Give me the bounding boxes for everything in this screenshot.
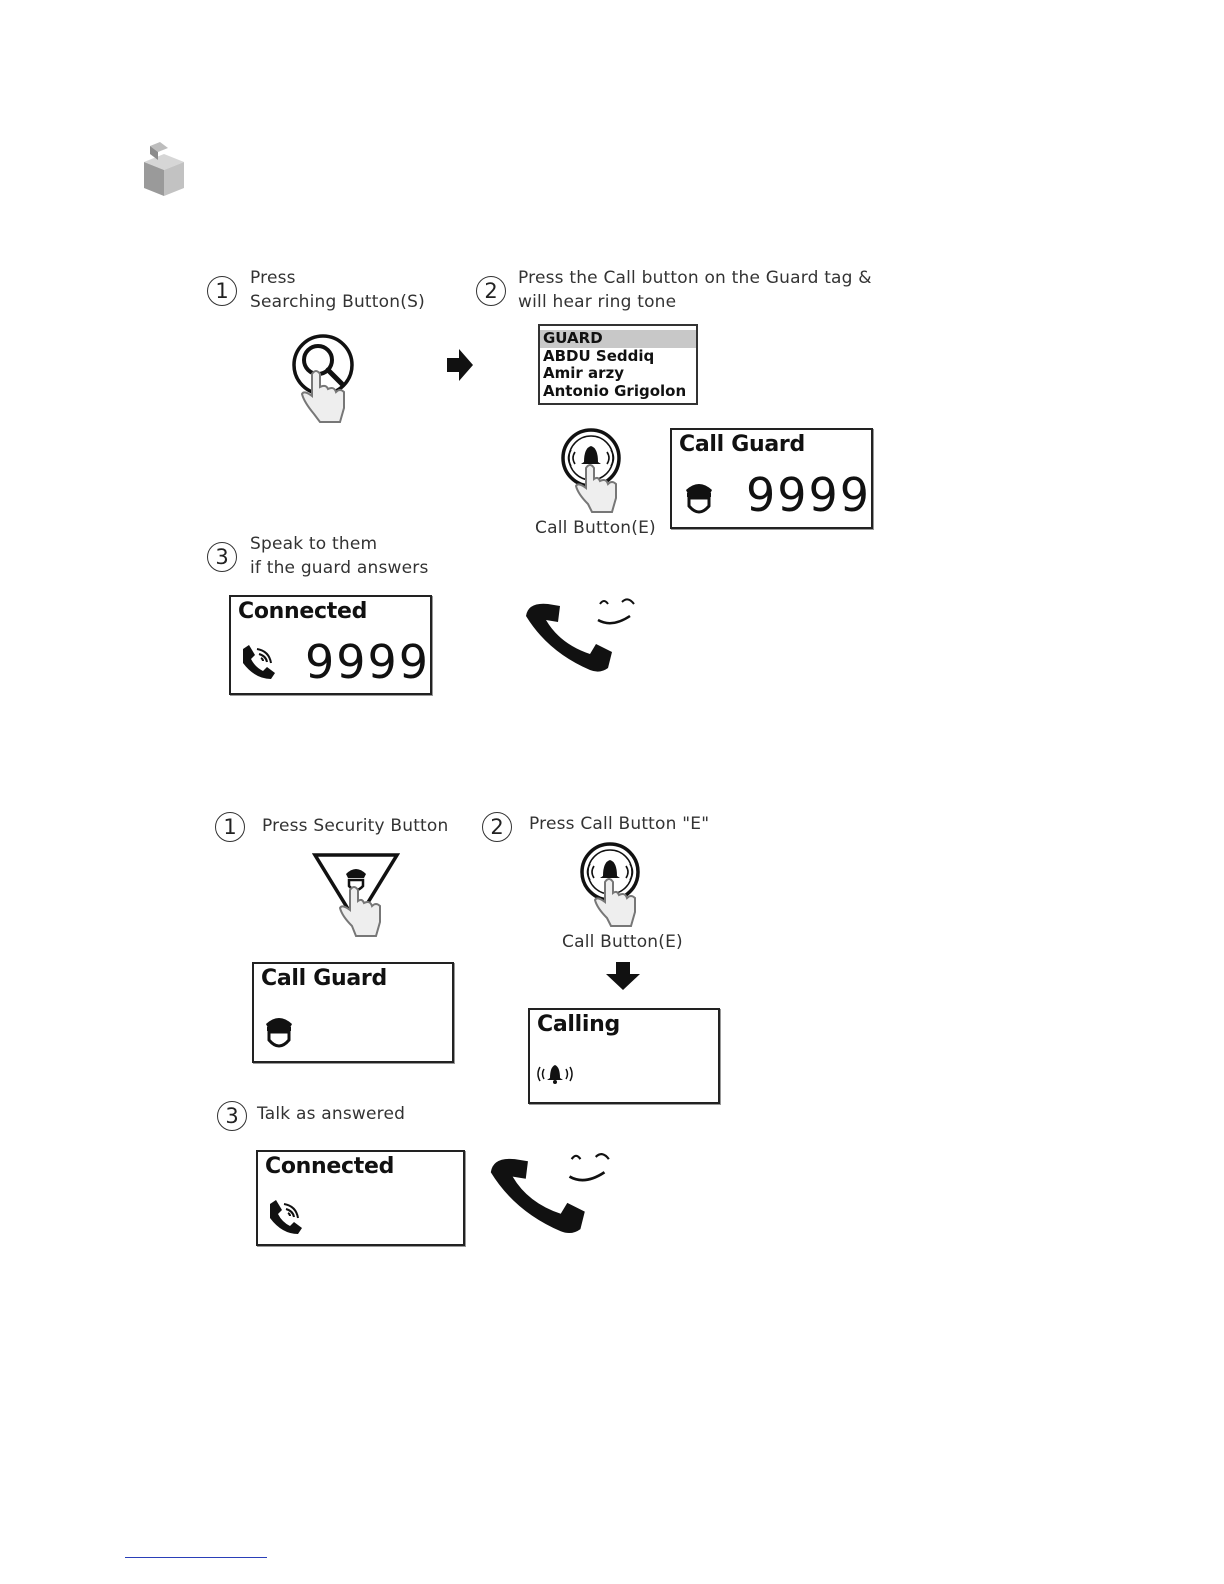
arrow-right-icon (447, 349, 473, 381)
phone-icon (270, 1200, 302, 1234)
list-item: ABDU Seddiq (543, 346, 655, 365)
cube-icon (144, 142, 184, 196)
list-item: Antonio Grigolon (543, 381, 687, 400)
s2-call-button-label: Call Button(E) (562, 932, 683, 952)
s2-step-2-number: 2 (482, 812, 512, 842)
call-button-label: Call Button(E) (535, 518, 656, 538)
list-item: GUARD (540, 329, 696, 348)
call-button-icon (580, 842, 640, 927)
step-3-number: 3 (207, 542, 237, 572)
s2-step-3-number: 3 (217, 1101, 247, 1131)
footnote-separator (125, 1557, 267, 1558)
screen-number: 9999 (746, 468, 872, 522)
arrow-down-icon (606, 962, 640, 990)
step-1-caption-line2: Searching Button(S) (250, 292, 425, 312)
s2-step-3-caption: Talk as answered (257, 1104, 406, 1124)
screen-title: Connected (265, 1154, 395, 1179)
screen-title: Call Guard (261, 966, 387, 991)
contact-list: GUARD ABDU Seddiq Amir arzy Antonio Grig… (538, 324, 698, 405)
call-button-icon (561, 428, 621, 513)
guard-icon (686, 484, 712, 514)
s2-step-1-number: 1 (215, 812, 245, 842)
s2-step-1-caption: Press Security Button (262, 816, 449, 836)
search-button-icon (292, 334, 354, 423)
connected-screen: Connected 9999 (229, 595, 432, 695)
call-guard-screen: Call Guard 9999 (670, 428, 873, 529)
guard-icon (266, 1018, 292, 1048)
screen-number: 9999 (305, 635, 431, 689)
step-1-number: 1 (207, 276, 237, 306)
screen-title: Call Guard (679, 432, 805, 457)
step-3-caption-line2: if the guard answers (250, 558, 429, 578)
s2-connected-screen: Connected (256, 1150, 465, 1246)
screen-title: Calling (537, 1012, 620, 1037)
step-1-caption-line1: Press (250, 268, 296, 288)
calling-screen: Calling (528, 1008, 720, 1104)
handset-icon (526, 598, 635, 672)
step-2-caption-line2: will hear ring tone (518, 292, 677, 312)
screen-title: Connected (238, 599, 368, 624)
step-3-caption-line1: Speak to them (250, 534, 378, 554)
phone-icon (243, 645, 275, 679)
list-item: Amir arzy (543, 364, 625, 382)
step-2-caption-line1: Press the Call button on the Guard tag & (518, 268, 872, 288)
security-button-icon (312, 853, 400, 937)
s2-call-guard-screen: Call Guard (252, 962, 454, 1063)
handset-icon (490, 1153, 610, 1234)
step-2-number: 2 (476, 276, 506, 306)
s2-step-2-caption: Press Call Button "E" (529, 814, 710, 834)
bell-icon (537, 1065, 573, 1084)
